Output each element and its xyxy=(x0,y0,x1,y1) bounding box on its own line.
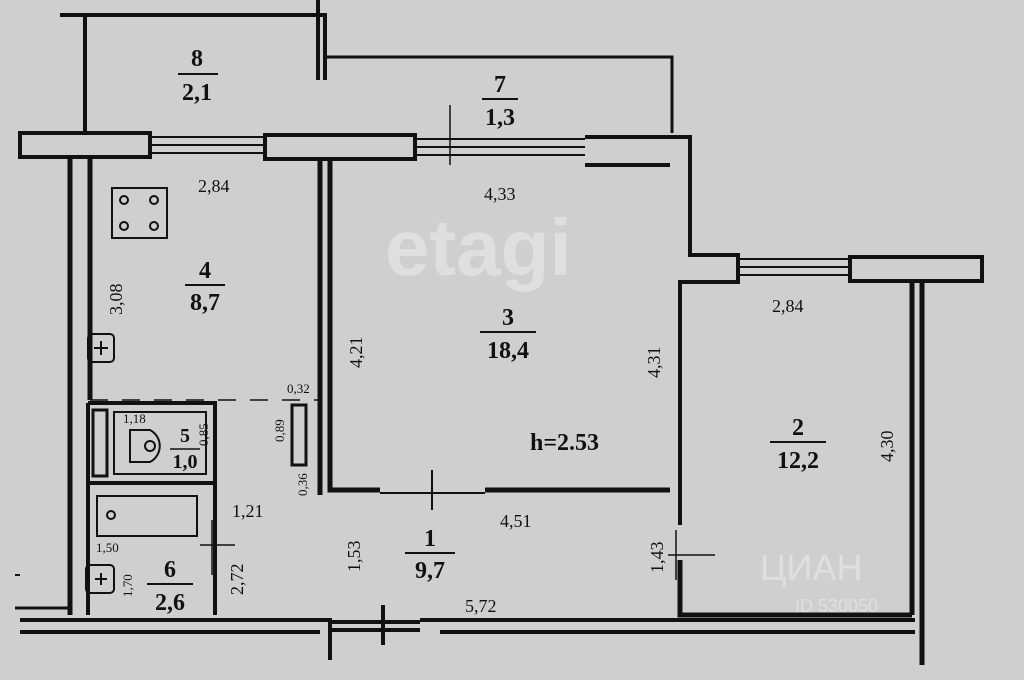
room-number: 8 xyxy=(191,46,203,72)
dimension: 2,72 xyxy=(227,564,247,596)
cian-watermark: ЦИАН xyxy=(760,547,863,588)
door-line xyxy=(380,470,485,510)
dimension: 4,33 xyxy=(484,184,516,204)
dimension: 3,08 xyxy=(106,284,126,316)
dimension: 4,31 xyxy=(644,347,664,379)
room-number: 2 xyxy=(792,415,804,441)
dimension: 0,32 xyxy=(287,381,310,396)
room-number: 1 xyxy=(424,526,436,552)
dimension: 2,84 xyxy=(772,296,804,316)
room-8-label: 82,1 xyxy=(178,46,218,106)
dimension: 1,53 xyxy=(344,541,364,573)
wall xyxy=(18,131,152,159)
room-4-label: 48,7 xyxy=(185,258,225,316)
dimension: 2,84 xyxy=(198,176,230,196)
room-area: 9,7 xyxy=(415,558,445,584)
wall xyxy=(585,135,740,525)
dimension: 5,72 xyxy=(465,596,497,616)
watermarks: etagi ЦИАН ID 530050 xyxy=(385,203,878,616)
window xyxy=(150,136,850,276)
dimension: 1,18 xyxy=(123,411,146,426)
dimensions: 2,84 3,08 4,33 4,21 4,31 2,84 4,30 4,51 … xyxy=(96,176,897,616)
balcony-7-outline xyxy=(325,55,674,133)
wall xyxy=(677,282,925,665)
dimension: 4,51 xyxy=(500,511,532,531)
wall xyxy=(317,160,670,495)
room-labels: 82,1 71,3 48,7 318,4 212,2 19,7 51,0 62,… xyxy=(147,46,826,616)
room-1-label: 19,7 xyxy=(405,526,455,584)
dimension: 4,30 xyxy=(877,431,897,463)
radiator xyxy=(290,403,308,467)
wall xyxy=(848,255,984,283)
room-area: 1,0 xyxy=(173,451,198,473)
room-area: 8,7 xyxy=(190,290,220,316)
room-area: 2,1 xyxy=(182,80,212,106)
dimension: 1,70 xyxy=(120,574,135,597)
toilet-bowl xyxy=(129,429,161,463)
radiator xyxy=(91,408,109,478)
sink xyxy=(85,564,115,594)
stove xyxy=(111,187,168,239)
room-number: 6 xyxy=(164,557,176,583)
etagi-watermark: etagi xyxy=(385,203,572,292)
room-area: 1,3 xyxy=(485,105,515,131)
room-3-label: 318,4 xyxy=(480,305,536,364)
room-6-label: 62,6 xyxy=(147,557,193,616)
dimension: 0,89 xyxy=(272,419,287,442)
dimension: 1,50 xyxy=(96,540,119,555)
dimension: 1,43 xyxy=(647,542,667,574)
walls xyxy=(15,0,984,665)
dimension: 0,36 xyxy=(295,473,310,496)
dimension: 0,85 xyxy=(196,423,211,446)
wall xyxy=(20,605,915,660)
room-5-label: 51,0 xyxy=(170,425,200,473)
kitchen-sink xyxy=(87,333,115,363)
room-7-label: 71,3 xyxy=(482,72,518,131)
room-area: 12,2 xyxy=(777,448,819,474)
bathtub xyxy=(96,495,198,537)
room-area: 2,6 xyxy=(155,590,185,616)
toilet xyxy=(113,411,207,475)
ceiling-height: h=2.53 xyxy=(530,430,599,456)
cian-id: ID 530050 xyxy=(795,596,878,616)
room-number: 3 xyxy=(502,305,514,331)
room-2-label: 212,2 xyxy=(770,415,826,474)
wall xyxy=(67,157,93,615)
dimension: 4,21 xyxy=(346,337,366,369)
room-number: 4 xyxy=(199,258,211,284)
room-number: 7 xyxy=(494,72,506,98)
room-number: 5 xyxy=(180,425,190,447)
dimension: 1,21 xyxy=(232,501,264,521)
wall xyxy=(263,133,417,161)
room-area: 18,4 xyxy=(487,338,529,364)
